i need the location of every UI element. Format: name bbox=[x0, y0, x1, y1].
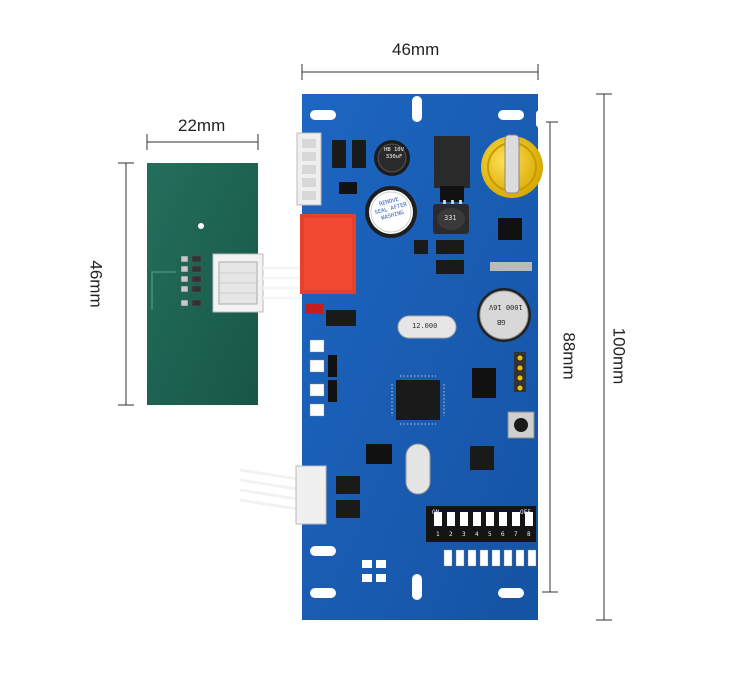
inductor-label: 331 bbox=[444, 214, 457, 222]
dip-number-6: 6 bbox=[501, 531, 505, 538]
cap-mid-label: 1000 16V bbox=[489, 303, 523, 311]
main-board bbox=[239, 94, 546, 620]
dip-number-8: 8 bbox=[527, 531, 531, 538]
dimension-lines bbox=[118, 64, 612, 621]
antenna-height-label: 46mm bbox=[86, 260, 106, 308]
dip-number-7: 7 bbox=[514, 531, 518, 538]
dip-number-1: 1 bbox=[436, 531, 440, 538]
dip-number-3: 3 bbox=[462, 531, 466, 538]
antenna-width-label: 22mm bbox=[178, 116, 226, 135]
antenna-board bbox=[147, 163, 302, 405]
crystal-label: 12.000 bbox=[412, 322, 438, 330]
main-width-label: 46mm bbox=[392, 40, 440, 59]
dip-number-2: 2 bbox=[449, 531, 453, 538]
cap-top-label: HB 10V 330uF bbox=[384, 147, 404, 160]
cap-mid-label-2: GB bbox=[497, 318, 506, 326]
main-inner-height-label: 88mm bbox=[559, 332, 579, 380]
dip-off-label: OFF bbox=[520, 509, 531, 516]
dip-on-label: ON bbox=[432, 509, 440, 516]
dip-number-5: 5 bbox=[488, 531, 492, 538]
main-height-label: 100mm bbox=[609, 327, 629, 385]
dip-number-4: 4 bbox=[475, 531, 479, 538]
